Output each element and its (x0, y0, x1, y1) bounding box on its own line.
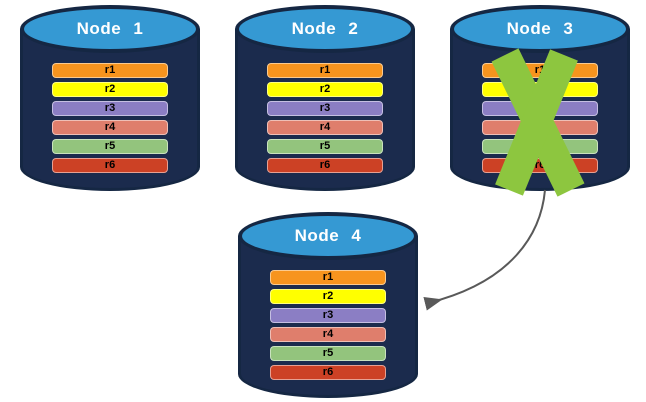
replica-row: r1 (270, 270, 386, 285)
node-4-cylinder-top: Node 4 (238, 212, 418, 260)
node-1-cylinder-top: Node 1 (20, 5, 200, 53)
replica-row: r2 (482, 82, 598, 97)
replica-row: r2 (270, 289, 386, 304)
node-1-title: Node 1 (76, 19, 144, 38)
replica-row: r3 (267, 101, 383, 116)
replica-row: r6 (482, 158, 598, 173)
replica-row: r5 (267, 139, 383, 154)
replica-row: r6 (270, 365, 386, 380)
node-1: Node 1 r1 r2 r3 r4 r5 r6 (20, 5, 200, 191)
replica-row: r4 (267, 120, 383, 135)
replica-row: r1 (267, 63, 383, 78)
replica-row: r6 (52, 158, 168, 173)
node-3-replica-list: r1 r2 r3 r4 r5 r6 (482, 63, 598, 177)
replica-row: r6 (267, 158, 383, 173)
replica-row: r4 (482, 120, 598, 135)
replica-row: r3 (482, 101, 598, 116)
replica-row: r5 (52, 139, 168, 154)
node-2: Node 2 r1 r2 r3 r4 r5 r6 (235, 5, 415, 191)
replica-row: r4 (270, 327, 386, 342)
replica-row: r3 (270, 308, 386, 323)
replica-row: r5 (482, 139, 598, 154)
replica-row: r2 (267, 82, 383, 97)
node-4-title: Node 4 (294, 226, 362, 245)
node-2-title: Node 2 (291, 19, 359, 38)
node-4-replica-list: r1 r2 r3 r4 r5 r6 (270, 270, 386, 384)
node-1-replica-list: r1 r2 r3 r4 r5 r6 (52, 63, 168, 177)
node-2-replica-list: r1 r2 r3 r4 r5 r6 (267, 63, 383, 177)
replica-row: r4 (52, 120, 168, 135)
replica-row: r1 (482, 63, 598, 78)
node-2-cylinder-top: Node 2 (235, 5, 415, 53)
replica-row: r2 (52, 82, 168, 97)
node-3-cylinder-top: Node 3 (450, 5, 630, 53)
node-3: Node 3 r1 r2 r3 r4 r5 r6 (450, 5, 630, 197)
replica-row: r5 (270, 346, 386, 361)
node-4: Node 4 r1 r2 r3 r4 r5 r6 (238, 212, 418, 398)
replica-row: r3 (52, 101, 168, 116)
replica-row: r1 (52, 63, 168, 78)
failover-arrow (423, 189, 546, 311)
node-3-title: Node 3 (506, 19, 574, 38)
